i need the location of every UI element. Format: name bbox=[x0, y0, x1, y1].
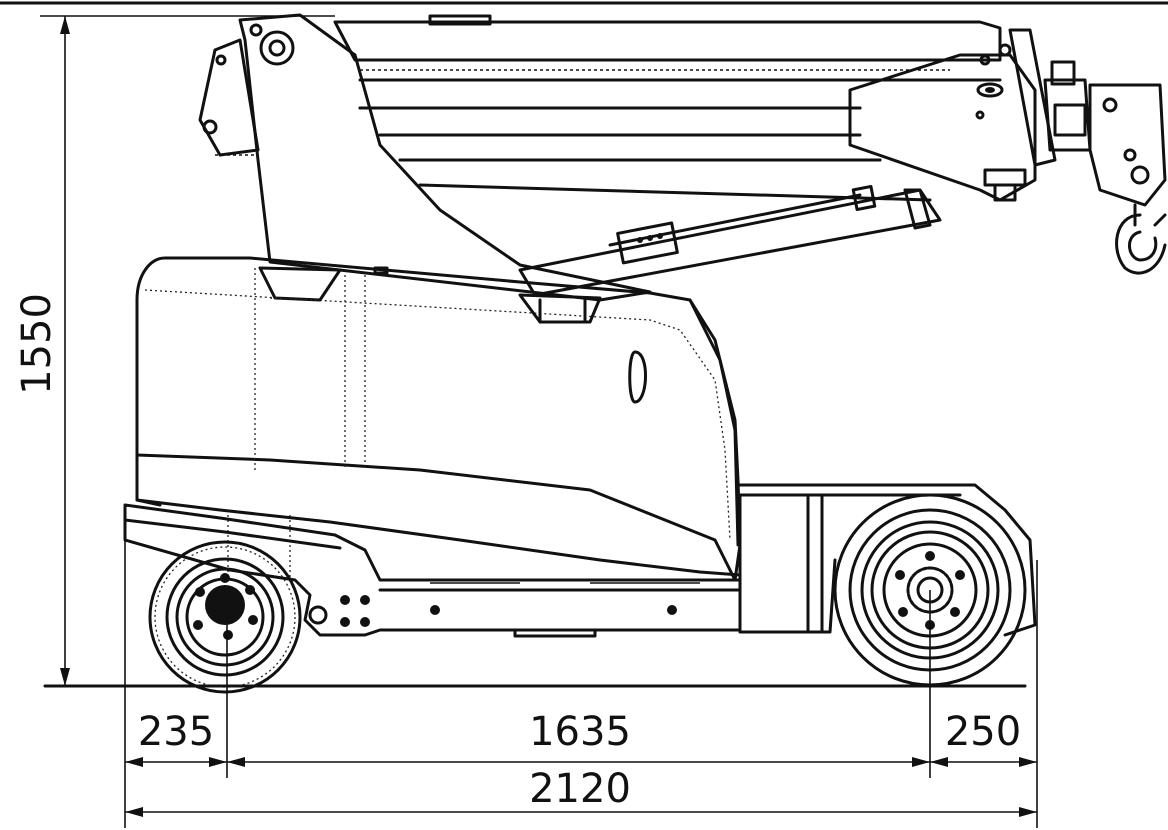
rear-overhang-dimension: 250 bbox=[930, 709, 1037, 767]
overall-length-dimension: 2120 bbox=[125, 766, 1037, 817]
rear-frame bbox=[123, 503, 742, 638]
wheelbase-dimension: 1635 bbox=[227, 709, 930, 767]
height-dimension: 1550 bbox=[14, 15, 335, 686]
wheelbase-label: 1635 bbox=[529, 709, 631, 755]
crane-hook bbox=[1088, 83, 1167, 275]
rear-wheel bbox=[148, 540, 302, 694]
dimension-extension-lines bbox=[124, 540, 1038, 828]
rear-overhang-label: 250 bbox=[945, 709, 1021, 755]
chassis-body bbox=[135, 256, 742, 582]
front-overhang-label: 235 bbox=[138, 709, 214, 755]
overall-length-label: 2120 bbox=[529, 766, 631, 812]
front-overhang-dimension: 235 bbox=[125, 709, 227, 767]
luffing-cylinder bbox=[518, 184, 942, 297]
height-dimension-label: 1550 bbox=[14, 293, 60, 395]
crane-boom bbox=[333, 14, 1002, 202]
boom-head-plate bbox=[848, 28, 1092, 202]
crane-mast bbox=[198, 13, 652, 302]
